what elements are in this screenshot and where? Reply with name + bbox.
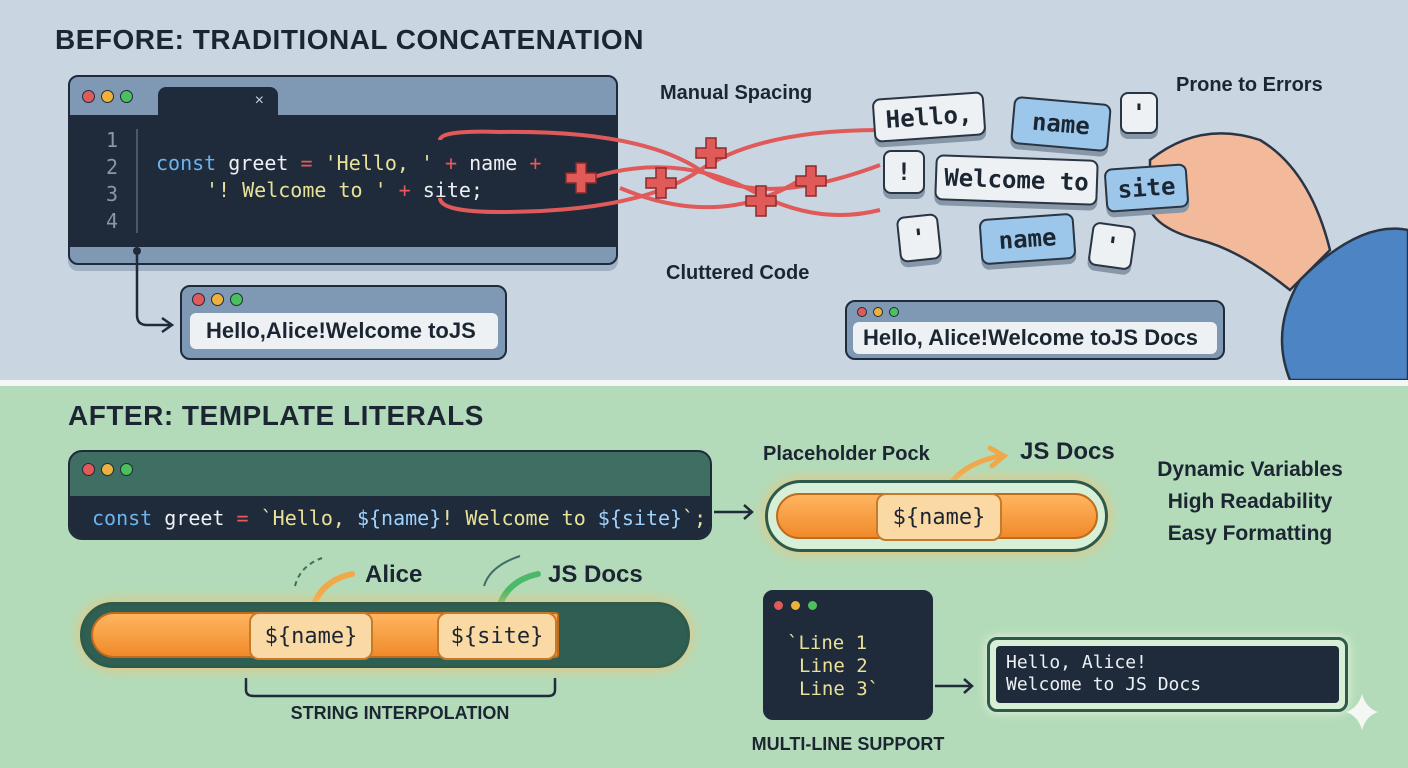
connector-arrow bbox=[133, 128, 1408, 380]
before-title: BEFORE: TRADITIONAL CONCATENATION bbox=[55, 24, 644, 55]
output-window-1: Hello,Alice!Welcome toJS bbox=[180, 285, 507, 360]
chip-name: ${name} bbox=[249, 612, 373, 660]
benefit-item: Dynamic Variables bbox=[1157, 458, 1343, 481]
maximize-dot-icon[interactable] bbox=[889, 307, 899, 317]
label-cluttered-code: Cluttered Code bbox=[666, 262, 810, 284]
benefit-item: High Readability bbox=[1167, 490, 1333, 513]
output-text: Hello, Alice!Welcome toJS Docs bbox=[853, 322, 1217, 354]
window-controls bbox=[192, 293, 243, 306]
caption-multiline: MULTI-LINE SUPPORT bbox=[751, 734, 945, 754]
code-line: Line 3` bbox=[799, 678, 880, 700]
placeholder-chip: ${name} bbox=[876, 493, 1002, 541]
window-controls bbox=[82, 90, 133, 103]
label-manual-spacing: Manual Spacing bbox=[660, 82, 813, 104]
maximize-dot-icon[interactable] bbox=[120, 463, 133, 476]
close-dot-icon[interactable] bbox=[192, 293, 205, 306]
key-exclamation: ! bbox=[883, 150, 925, 194]
close-dot-icon[interactable] bbox=[773, 600, 784, 611]
label-placeholder: Placeholder Pock bbox=[763, 443, 930, 465]
code-line: Line 2 bbox=[799, 655, 868, 677]
bracket bbox=[244, 678, 557, 698]
line-number: 1 bbox=[106, 128, 119, 152]
close-dot-icon[interactable] bbox=[857, 307, 867, 317]
window-controls bbox=[82, 463, 133, 476]
chip-site: ${site} bbox=[437, 612, 557, 660]
sleeve-illustration bbox=[1280, 227, 1408, 380]
line-numbers: 1 2 3 4 bbox=[106, 127, 118, 235]
after-title: AFTER: TEMPLATE LITERALS bbox=[68, 400, 484, 431]
code-area: 1 2 3 4 const greet = 'Hello, ' + name +… bbox=[70, 115, 616, 247]
placeholder-value: JS Docs bbox=[1020, 438, 1115, 465]
key-quote: ' bbox=[1087, 221, 1137, 271]
maximize-dot-icon[interactable] bbox=[807, 600, 818, 611]
minimize-dot-icon[interactable] bbox=[101, 463, 114, 476]
key-welcome-to: Welcome to bbox=[934, 154, 1099, 206]
hand-illustration bbox=[1148, 132, 1332, 292]
window-controls bbox=[773, 600, 818, 611]
editor-tab[interactable]: × bbox=[158, 87, 278, 117]
close-dot-icon[interactable] bbox=[82, 90, 95, 103]
key-hello: Hello, bbox=[871, 91, 987, 143]
maximize-dot-icon[interactable] bbox=[230, 293, 243, 306]
line-number: 3 bbox=[106, 182, 119, 206]
minimize-dot-icon[interactable] bbox=[101, 90, 114, 103]
minimize-dot-icon[interactable] bbox=[873, 307, 883, 317]
code-line: `Line 1 bbox=[787, 632, 868, 654]
interp-value-alice: Alice bbox=[365, 561, 423, 588]
interp-value-jsdocs: JS Docs bbox=[548, 561, 643, 588]
code-line-3: '! Welcome to ' + site; bbox=[206, 178, 483, 202]
benefits-list: Dynamic Variables High Readability Easy … bbox=[1150, 454, 1350, 550]
template-editor-window: const greet = `Hello, ${name}! Welcome t… bbox=[68, 450, 712, 540]
key-quote: ' bbox=[1120, 92, 1158, 134]
window-controls bbox=[857, 307, 899, 317]
benefit-item: Easy Formatting bbox=[1167, 522, 1333, 545]
placeholder-pill: ${name} bbox=[765, 480, 1108, 552]
tab-close-icon[interactable]: × bbox=[254, 92, 264, 109]
key-quote: ' bbox=[895, 212, 943, 264]
concat-editor-window: × 1 2 3 4 const greet = 'Hello, ' + name… bbox=[68, 75, 618, 265]
key-site: site bbox=[1103, 163, 1190, 213]
output-text: Hello,Alice!Welcome toJS bbox=[190, 313, 498, 349]
minimize-dot-icon[interactable] bbox=[211, 293, 224, 306]
result-line: Welcome to JS Docs bbox=[1006, 674, 1202, 695]
tangled-concat-wires bbox=[438, 128, 881, 217]
line-number: 4 bbox=[106, 209, 119, 233]
interpolation-bar: ${name} ${site} bbox=[80, 602, 690, 668]
template-code-line: const greet = `Hello, ${name}! Welcome t… bbox=[70, 496, 710, 538]
result-text: Hello, Alice!Welcome to JS Docs bbox=[996, 646, 1339, 703]
output-window-2: Hello, Alice!Welcome toJS Docs bbox=[845, 300, 1225, 360]
line-number: 2 bbox=[106, 155, 119, 179]
label-prone-to-errors: Prone to Errors bbox=[1176, 74, 1323, 96]
close-dot-icon[interactable] bbox=[82, 463, 95, 476]
caption-string-interpolation: STRING INTERPOLATION bbox=[290, 703, 510, 723]
minimize-dot-icon[interactable] bbox=[790, 600, 801, 611]
section-divider bbox=[0, 380, 1408, 386]
result-window: Hello, Alice!Welcome to JS Docs bbox=[987, 637, 1348, 712]
key-name: name bbox=[978, 212, 1077, 266]
key-name: name bbox=[1010, 95, 1112, 153]
plus-icons bbox=[565, 137, 827, 217]
maximize-dot-icon[interactable] bbox=[120, 90, 133, 103]
code-line-2: const greet = 'Hello, ' + name + bbox=[156, 151, 542, 175]
sparkle-icon bbox=[1346, 694, 1378, 730]
result-line: Hello, Alice! bbox=[1006, 652, 1147, 673]
